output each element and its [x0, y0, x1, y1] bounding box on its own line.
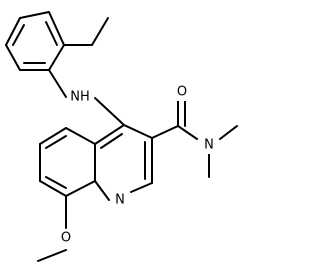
- bond: [130, 182, 153, 193]
- amine-label: NH: [70, 90, 90, 105]
- molecule-structure-diagram: NH O N N O: [5, 11, 238, 262]
- bond: [39, 180, 67, 197]
- bond: [65, 127, 96, 145]
- bond: [91, 17, 109, 46]
- bond: [48, 11, 65, 46]
- bond: [37, 249, 67, 262]
- bond: [65, 180, 96, 197]
- bond: [45, 21, 58, 46]
- atom-labels: NH O N N O: [58, 83, 217, 247]
- bond: [5, 44, 21, 71]
- ring-nitrogen-label: N: [115, 193, 125, 208]
- bond: [19, 11, 50, 19]
- bond: [94, 97, 125, 126]
- bond: [94, 180, 110, 201]
- bond: [219, 125, 238, 140]
- bond: [48, 69, 67, 98]
- bonds: [5, 11, 238, 262]
- bond: [151, 125, 179, 139]
- bond: [12, 24, 25, 46]
- bond: [48, 44, 65, 71]
- bond: [100, 133, 123, 149]
- bond: [45, 176, 67, 189]
- bond: [45, 135, 67, 149]
- amide-nitrogen-label: N: [204, 138, 214, 153]
- bond: [94, 124, 125, 145]
- bond: [5, 17, 21, 46]
- bond: [177, 125, 198, 140]
- bond: [39, 127, 67, 145]
- ether-oxygen-label: O: [61, 231, 71, 246]
- amide-oxygen-label: O: [177, 85, 187, 100]
- bond: [123, 124, 153, 139]
